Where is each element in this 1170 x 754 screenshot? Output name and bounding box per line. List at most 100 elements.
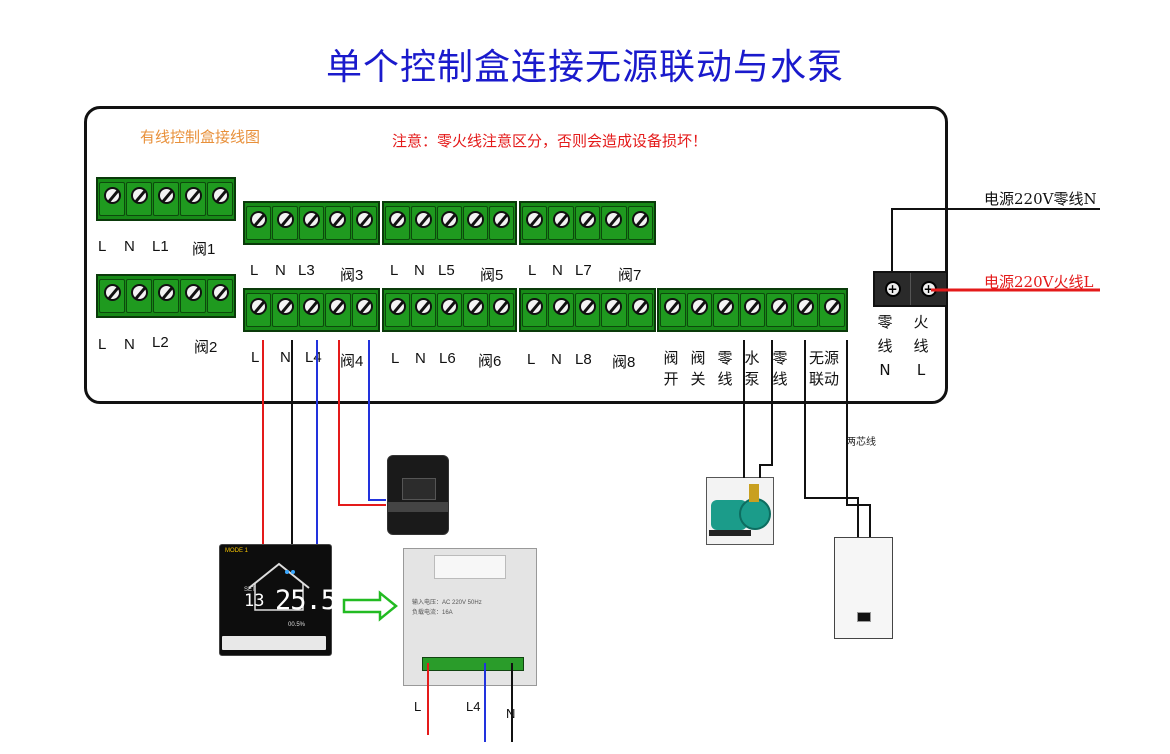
screw-icon	[329, 211, 347, 228]
screw-icon	[770, 298, 788, 315]
terminal-cell	[351, 293, 378, 327]
terminal-cell	[463, 206, 488, 240]
backplate-wire-label: L4	[466, 699, 481, 714]
terminal-label: L2	[152, 334, 169, 351]
terminal-cell	[99, 279, 125, 313]
green-arrow-icon	[342, 590, 398, 622]
terminal-cell	[601, 206, 627, 240]
terminal-cell	[713, 293, 739, 327]
screw-icon	[355, 298, 373, 315]
live-wire-label: 电源220V火线L	[984, 273, 1094, 291]
terminal-cell	[463, 293, 488, 327]
terminal-label: L	[251, 349, 260, 366]
power-n-label: N	[879, 361, 891, 379]
terminal-cell	[180, 182, 206, 216]
terminal-label: 阀3	[340, 267, 364, 284]
screw-icon	[157, 284, 175, 301]
terminal-label: L	[98, 336, 107, 353]
screw-icon	[526, 211, 544, 228]
terminal-label: 阀6	[478, 353, 502, 370]
terminal-label: 阀1	[192, 241, 216, 258]
terminal-label: N	[280, 349, 291, 366]
power-terminal-block: + +	[873, 271, 948, 307]
terminal-cell	[522, 206, 548, 240]
terminal-cell	[437, 206, 462, 240]
terminal-cell	[126, 182, 152, 216]
terminal-block-zone7	[519, 201, 656, 245]
terminal-cell	[298, 206, 325, 240]
terminal-label: N	[275, 262, 286, 279]
screw-icon: +	[884, 281, 901, 297]
terminal-label: L	[528, 262, 537, 279]
thermostat-set-label: SET	[244, 587, 256, 593]
terminal-label: N	[414, 262, 425, 279]
terminal-label: L7	[575, 262, 592, 279]
screw-icon	[130, 284, 148, 301]
screw-icon	[250, 298, 268, 315]
thermostat-humidity: 00.5%	[288, 622, 306, 628]
screw-icon	[690, 298, 708, 315]
backplate-terminal-strip	[422, 657, 524, 671]
boiler-unit	[834, 537, 893, 639]
terminal-block-zone8	[519, 288, 656, 332]
terminal-block-zone5	[382, 201, 517, 245]
screw-icon	[157, 187, 175, 204]
terminal-cell	[819, 293, 846, 327]
thermostat-mode: MODE 1	[225, 548, 249, 554]
backplate-wire-label: N	[506, 706, 516, 721]
screw-icon	[823, 298, 841, 315]
terminal-cell	[246, 293, 272, 327]
terminal-cell	[246, 206, 272, 240]
two-core-wire-label: 两芯线	[846, 437, 876, 448]
screw-icon	[130, 187, 148, 204]
screw-icon	[631, 211, 649, 228]
screw-icon: +	[920, 281, 937, 297]
terminal-cell	[411, 206, 436, 240]
terminal-label: L8	[575, 351, 592, 368]
screw-icon	[552, 211, 570, 228]
terminal-label: N	[551, 351, 562, 368]
screw-icon	[441, 298, 458, 315]
screw-icon	[579, 211, 597, 228]
actuator-ring	[388, 502, 448, 512]
terminal-label: 零线	[772, 349, 788, 388]
screw-icon	[631, 298, 649, 315]
terminal-cell	[686, 293, 713, 327]
screw-icon	[605, 298, 623, 315]
terminal-label: 阀8	[612, 354, 636, 371]
terminal-label: L6	[439, 350, 456, 367]
terminal-cell	[548, 206, 574, 240]
terminal-label: L1	[152, 238, 169, 255]
pump-icon	[709, 484, 771, 536]
screw-icon	[389, 298, 406, 315]
terminal-label: N	[124, 238, 135, 255]
thermostat-backplate: 输入电压：AC 220V 50Hz 负载电流：16A	[403, 548, 537, 686]
terminal-cell	[180, 279, 206, 313]
screw-icon	[797, 298, 815, 315]
screw-icon	[579, 298, 597, 315]
terminal-cell	[385, 206, 410, 240]
screw-icon	[303, 211, 321, 228]
terminal-label: L4	[305, 349, 322, 366]
terminal-cell	[489, 206, 514, 240]
terminal-cell	[437, 293, 462, 327]
terminal-cell	[601, 293, 627, 327]
power-n-label: 零	[877, 313, 893, 331]
terminal-label: 阀5	[480, 267, 504, 284]
terminal-block-zone6	[382, 288, 517, 332]
terminal-label: 阀关	[690, 349, 706, 388]
thermostat-room-temp: 25.5	[275, 585, 337, 616]
screw-icon	[664, 298, 682, 315]
screw-icon	[184, 284, 202, 301]
terminal-cell	[207, 182, 233, 216]
boiler-display-icon	[857, 612, 871, 622]
screw-icon	[467, 211, 484, 228]
terminal-label: L	[527, 351, 536, 368]
terminal-label: 水泵	[744, 349, 760, 388]
terminal-cell	[627, 206, 654, 240]
screw-icon	[744, 298, 762, 315]
terminal-label: L	[390, 262, 399, 279]
terminal-label: L3	[298, 262, 315, 279]
screw-icon	[389, 211, 406, 228]
power-l-label: L	[916, 361, 926, 379]
